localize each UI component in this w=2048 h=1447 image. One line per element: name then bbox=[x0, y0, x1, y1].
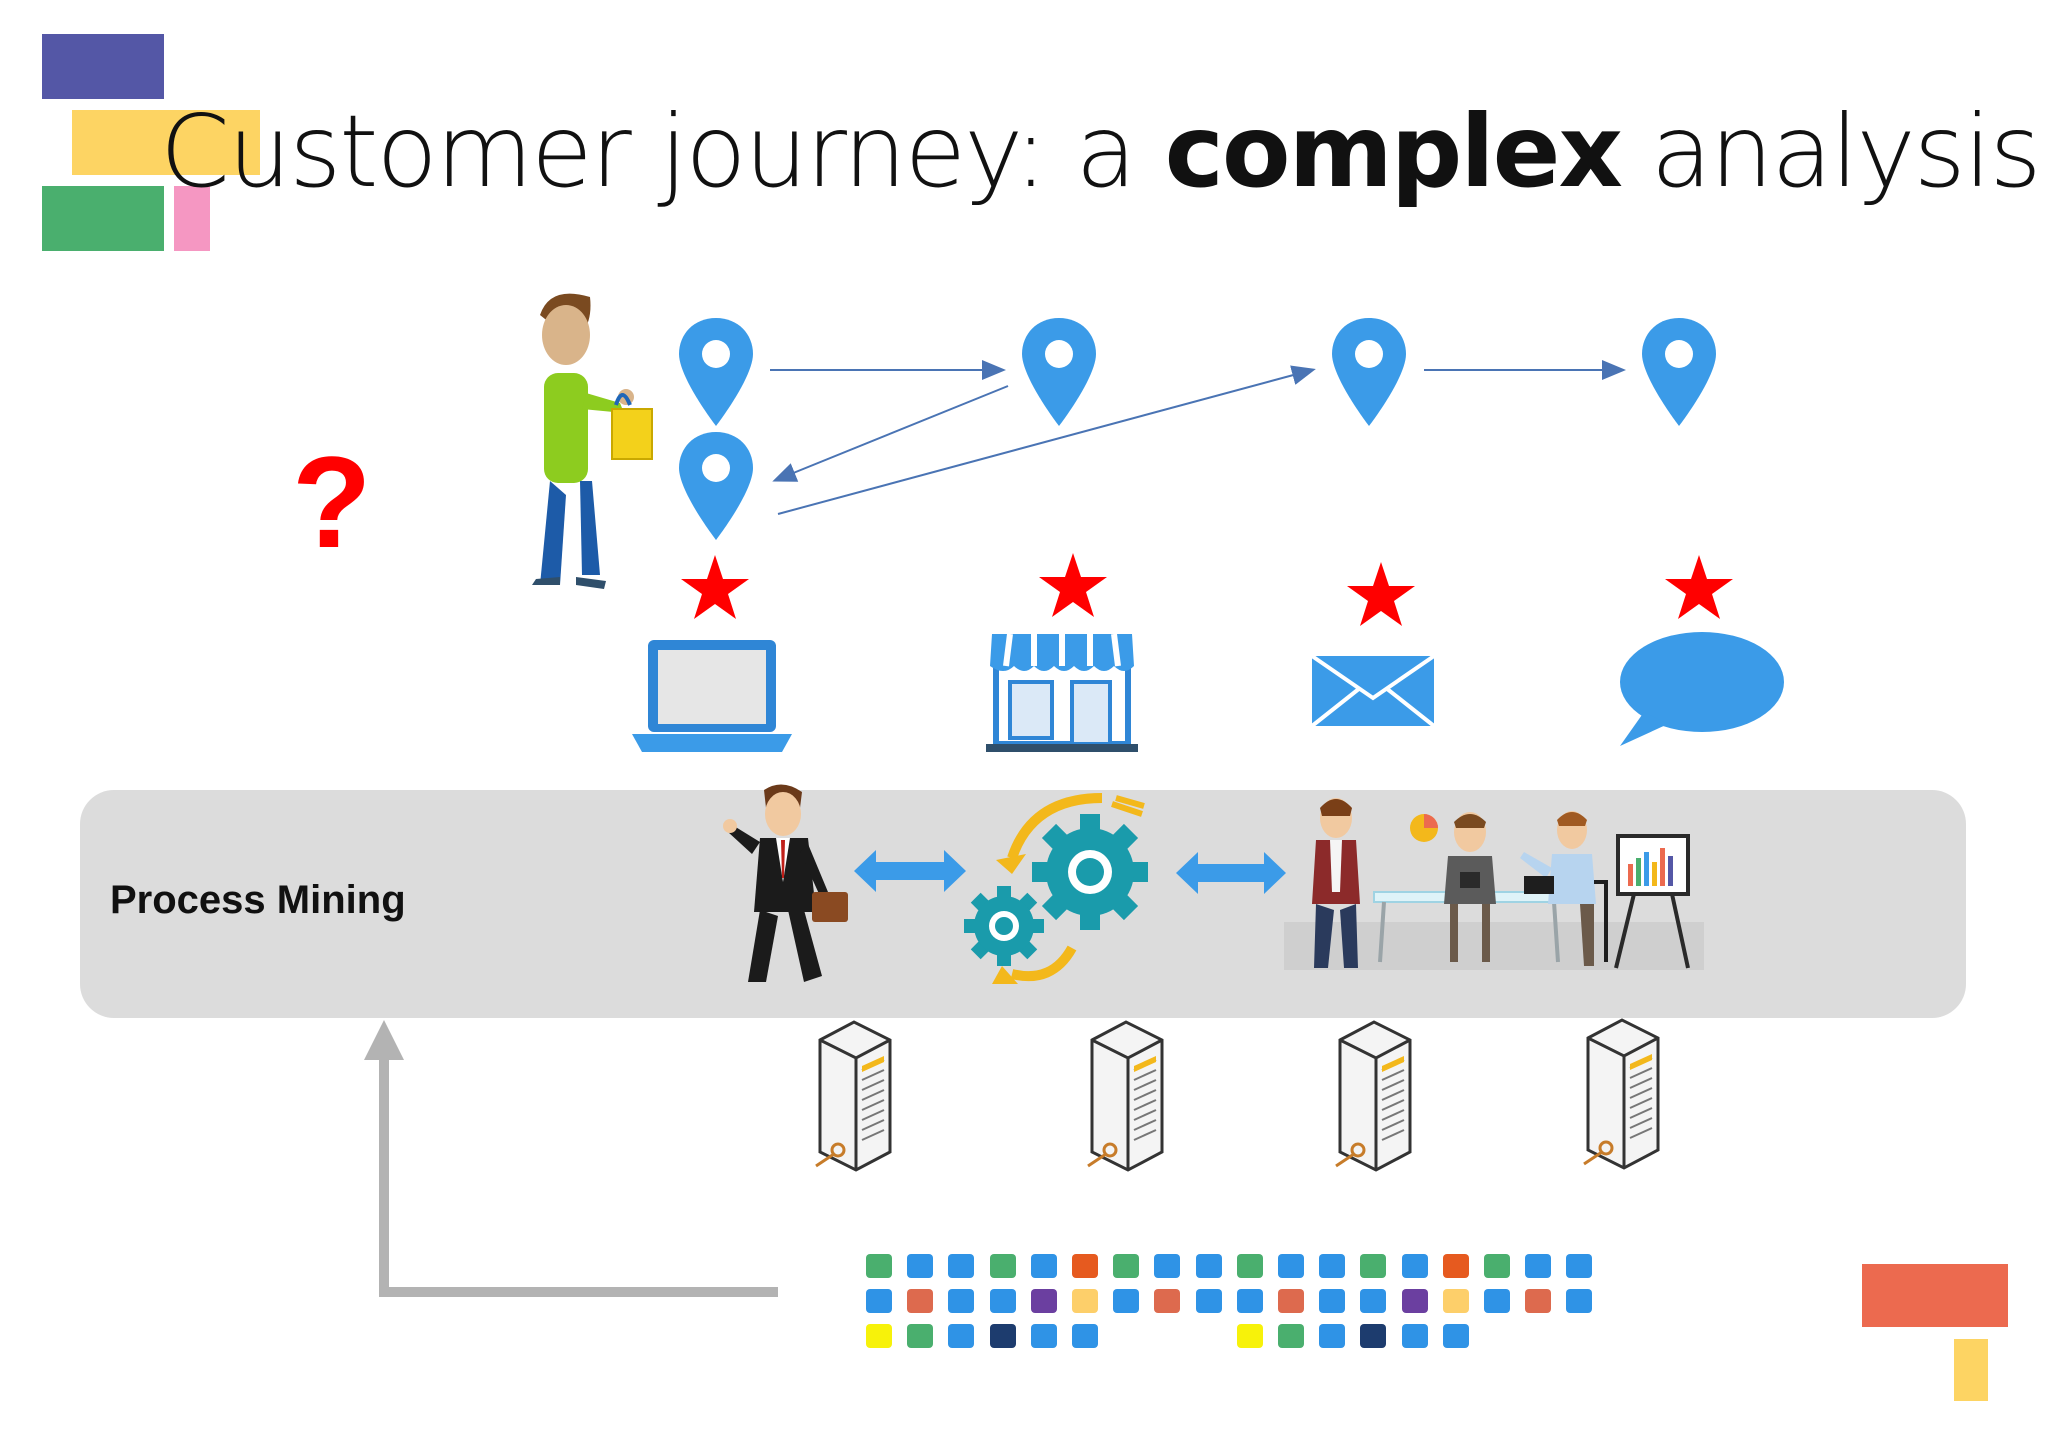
event-log-cell bbox=[989, 1254, 1016, 1278]
location-pin-icon bbox=[1332, 318, 1406, 426]
server-icon bbox=[1087, 1020, 1164, 1172]
event-log-cell bbox=[1401, 1289, 1428, 1313]
star-icon bbox=[681, 555, 749, 619]
journey-arrows bbox=[770, 360, 1626, 515]
title-prefix: Customer journey: a bbox=[160, 93, 1165, 210]
event-log-cell bbox=[866, 1254, 892, 1278]
event-log-cell bbox=[1072, 1289, 1098, 1313]
store-icon bbox=[986, 633, 1138, 752]
star-icon bbox=[1665, 555, 1733, 619]
event-log-cell bbox=[1319, 1254, 1346, 1278]
event-log-cell bbox=[866, 1289, 892, 1313]
event-log-cell bbox=[1442, 1289, 1469, 1313]
double-arrow-icon bbox=[854, 850, 966, 892]
title-emphasis: complex bbox=[1164, 93, 1623, 210]
event-log-cell bbox=[1484, 1289, 1510, 1313]
arrow-pin2-to-pin1b bbox=[772, 385, 1009, 482]
corner-block-purple bbox=[42, 34, 164, 99]
event-log-cell bbox=[948, 1324, 975, 1348]
event-log-cell bbox=[907, 1289, 934, 1313]
event-log-cell bbox=[1319, 1289, 1346, 1313]
event-log-cell bbox=[948, 1289, 975, 1313]
event-log-cell bbox=[1113, 1254, 1140, 1278]
event-log-cell bbox=[1236, 1289, 1263, 1313]
event-log-cell bbox=[1195, 1254, 1222, 1278]
server-icon bbox=[815, 1020, 892, 1172]
location-pin-icon bbox=[1642, 318, 1716, 426]
event-log-cell bbox=[1072, 1254, 1098, 1278]
team-meeting-icon bbox=[1284, 798, 1704, 970]
event-log-cell bbox=[1525, 1254, 1552, 1278]
event-log-cell bbox=[1195, 1289, 1222, 1313]
event-log-cell bbox=[1566, 1289, 1593, 1313]
event-log-cell bbox=[989, 1324, 1016, 1348]
event-log-cell bbox=[1072, 1324, 1098, 1348]
event-log-cell bbox=[907, 1324, 934, 1348]
corner-block-yellow bbox=[72, 110, 260, 175]
event-log-cell bbox=[1030, 1254, 1057, 1278]
event-log-cell bbox=[1566, 1254, 1593, 1278]
event-log-cell bbox=[1154, 1254, 1181, 1278]
location-pin-icon bbox=[1022, 318, 1096, 426]
event-log-cell bbox=[948, 1254, 975, 1278]
event-log-cell bbox=[907, 1254, 934, 1278]
star-icon bbox=[1347, 562, 1415, 626]
event-log-cell bbox=[1030, 1324, 1057, 1348]
event-log-cell bbox=[1278, 1324, 1304, 1348]
gears-icon bbox=[964, 793, 1148, 984]
event-log-cell bbox=[866, 1324, 892, 1348]
chat-bubble-icon bbox=[1620, 632, 1784, 746]
envelope-icon bbox=[1310, 654, 1436, 728]
event-log-cell bbox=[1442, 1254, 1469, 1278]
event-log-cell bbox=[1442, 1324, 1469, 1348]
server-icon bbox=[1335, 1020, 1412, 1172]
event-log-cell bbox=[1319, 1324, 1346, 1348]
event-log-cell bbox=[1401, 1254, 1428, 1278]
event-log-cell bbox=[989, 1289, 1016, 1313]
laptop-icon bbox=[632, 640, 792, 752]
event-log-cell bbox=[1278, 1289, 1304, 1313]
businessman-icon bbox=[723, 784, 848, 982]
star-icon bbox=[1039, 553, 1107, 617]
event-log-cell bbox=[1278, 1254, 1304, 1278]
arrow-pin1b-to-pin3 bbox=[777, 365, 1316, 515]
event-log-cell bbox=[1360, 1254, 1387, 1278]
shopper-icon bbox=[532, 293, 653, 589]
event-log-cell bbox=[1030, 1289, 1057, 1313]
event-log-cell bbox=[1360, 1289, 1387, 1313]
event-log-cell bbox=[1525, 1289, 1552, 1313]
location-pin-icon bbox=[679, 318, 753, 426]
event-log-cell bbox=[1236, 1324, 1263, 1348]
location-pin-icon bbox=[679, 432, 753, 540]
event-log-cell bbox=[1484, 1254, 1510, 1278]
event-log-cell bbox=[1113, 1289, 1140, 1313]
double-arrow-icon bbox=[1176, 852, 1286, 894]
event-log-cell bbox=[1154, 1289, 1181, 1313]
event-log-cell bbox=[1236, 1254, 1263, 1278]
process-mining-label: Process Mining bbox=[110, 878, 406, 922]
corner-block-pink bbox=[174, 186, 210, 251]
corner-block-green bbox=[42, 186, 164, 251]
server-icon bbox=[1583, 1018, 1660, 1170]
page-title: Customer journey: a complex analysis bbox=[160, 92, 2042, 212]
question-mark: ? bbox=[292, 429, 372, 575]
event-log-cell bbox=[1360, 1324, 1387, 1348]
corner-block-orange bbox=[1862, 1264, 2008, 1327]
corner-block-yellow-bottom bbox=[1954, 1339, 1988, 1401]
event-log-cell bbox=[1401, 1324, 1428, 1348]
title-suffix: analysis bbox=[1620, 93, 2042, 210]
